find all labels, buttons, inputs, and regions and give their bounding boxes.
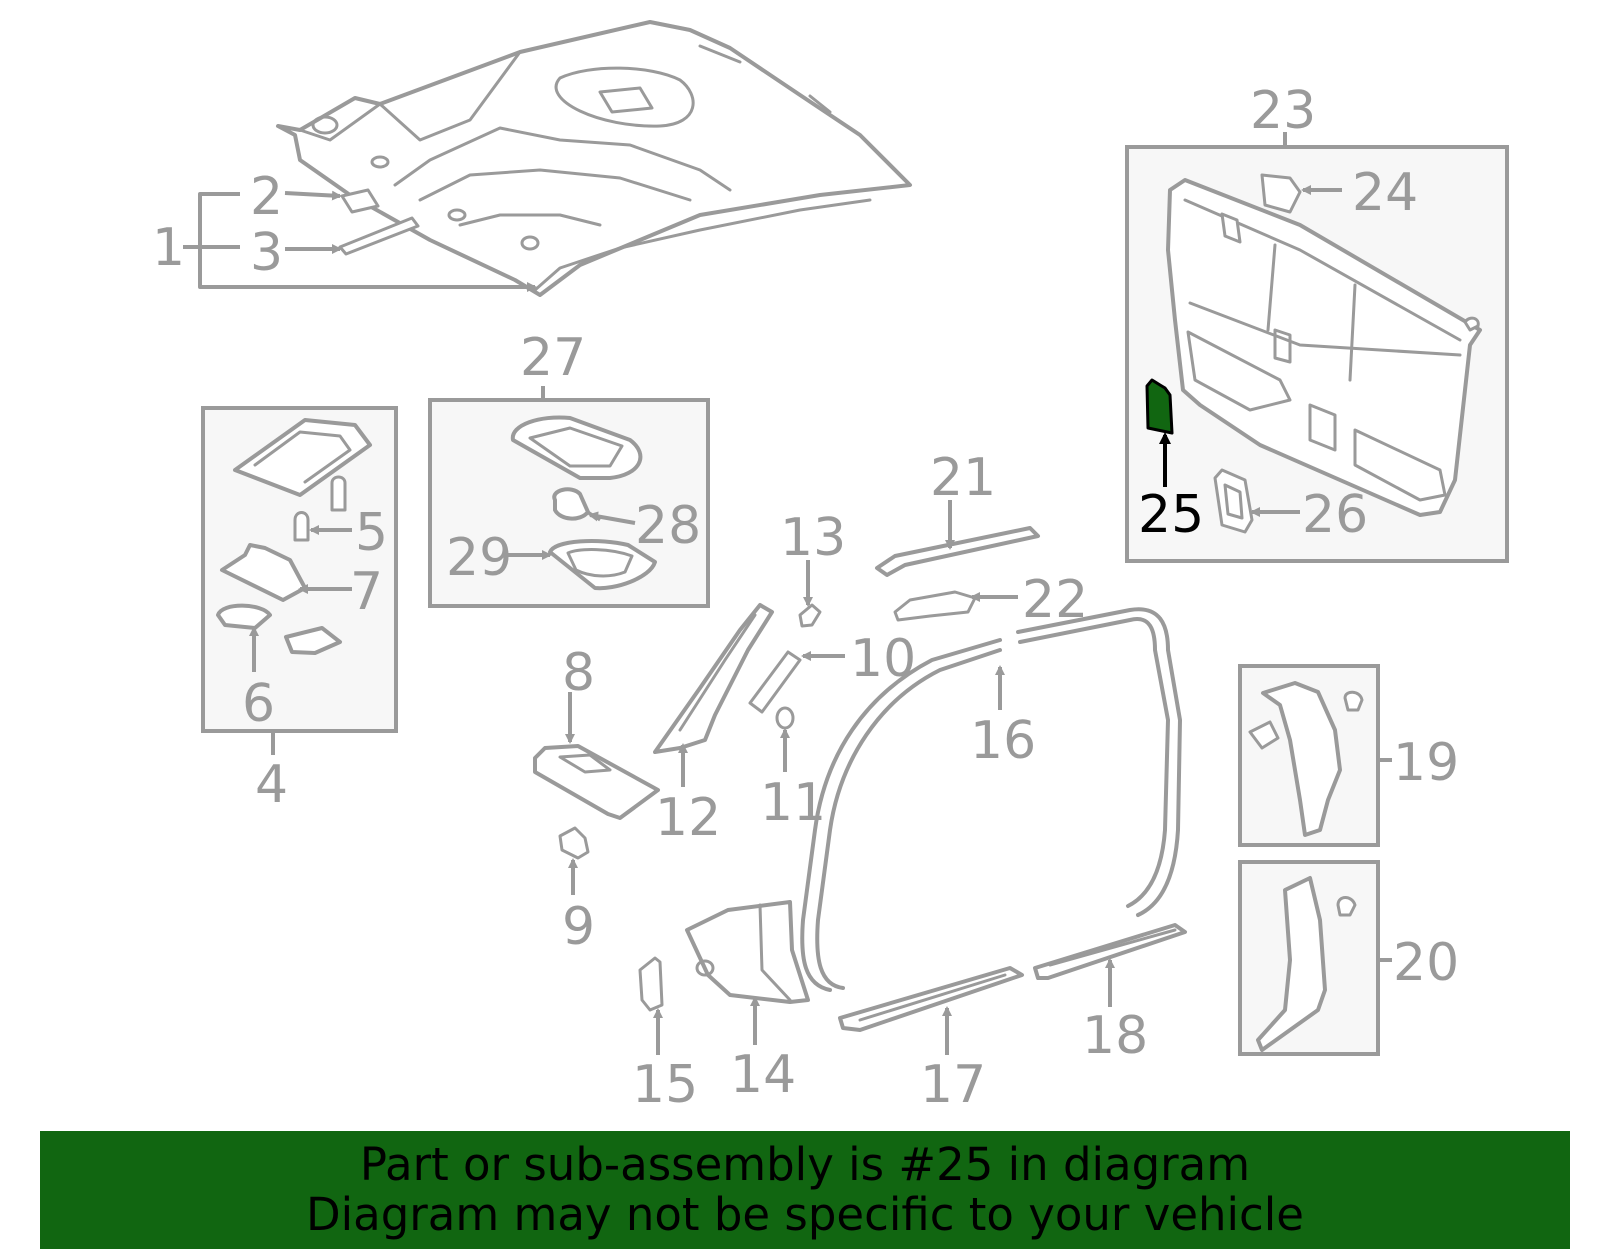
label-7: 7 xyxy=(350,562,383,622)
label-22: 22 xyxy=(1022,570,1088,630)
label-5: 5 xyxy=(355,503,388,563)
map-lamp-group xyxy=(510,415,657,591)
label-9: 9 xyxy=(562,897,595,957)
label-8: 8 xyxy=(562,643,595,703)
b-pillar-trim-upper xyxy=(1248,681,1364,837)
sun-visor-part-8 xyxy=(533,744,660,820)
label-4: 4 xyxy=(255,755,288,815)
bracket-part-10 xyxy=(748,650,802,714)
callout-labels: 1 2 3 4 5 6 7 8 9 10 11 12 13 14 15 16 1… xyxy=(152,81,1459,1115)
label-6: 6 xyxy=(242,674,275,734)
label-29: 29 xyxy=(446,528,512,588)
label-24: 24 xyxy=(1352,163,1418,223)
banner-line-1: Part or sub-assembly is #25 in diagram xyxy=(359,1138,1251,1191)
label-15: 15 xyxy=(632,1055,698,1115)
weatherstrip-part-16 xyxy=(815,617,1170,990)
visor-holder-part-9 xyxy=(558,826,590,860)
clip-part-24 xyxy=(1260,173,1302,214)
bracket-1 xyxy=(198,192,532,289)
label-25: 25 xyxy=(1138,485,1204,545)
label-12: 12 xyxy=(655,788,721,848)
label-1: 1 xyxy=(152,218,185,278)
visor-holder-part-2 xyxy=(340,188,380,214)
label-26: 26 xyxy=(1302,485,1368,545)
label-28: 28 xyxy=(635,496,701,556)
label-23: 23 xyxy=(1250,81,1316,141)
trim-part-21 xyxy=(875,526,1040,577)
label-19: 19 xyxy=(1393,733,1459,793)
b-pillar-trim-lower xyxy=(1256,876,1357,1052)
label-11: 11 xyxy=(760,773,826,833)
clip-part-13 xyxy=(798,603,822,628)
label-16: 16 xyxy=(970,711,1036,771)
trim-strip-part-3 xyxy=(338,216,420,256)
label-17: 17 xyxy=(920,1055,986,1115)
label-3: 3 xyxy=(250,223,283,283)
info-banner: Part or sub-assembly is #25 in diagram D… xyxy=(40,1131,1570,1249)
label-13: 13 xyxy=(780,508,846,568)
banner-line-2: Diagram may not be specific to your vehi… xyxy=(306,1188,1304,1241)
label-10: 10 xyxy=(850,629,916,689)
headliner-part xyxy=(276,20,912,297)
label-18: 18 xyxy=(1082,1006,1148,1066)
label-14: 14 xyxy=(730,1045,796,1105)
back-panel-trim-group xyxy=(1166,178,1482,517)
label-27: 27 xyxy=(520,328,586,388)
bracket-part-15 xyxy=(638,956,664,1012)
kick-panel-part-14 xyxy=(685,900,810,1004)
overhead-console-group xyxy=(216,418,372,655)
label-21: 21 xyxy=(930,448,996,508)
grommet-part-11 xyxy=(775,706,795,730)
trim-part-22 xyxy=(893,590,977,622)
label-2: 2 xyxy=(250,167,283,227)
highlighted-part-25 xyxy=(1145,378,1174,435)
label-20: 20 xyxy=(1393,933,1459,993)
